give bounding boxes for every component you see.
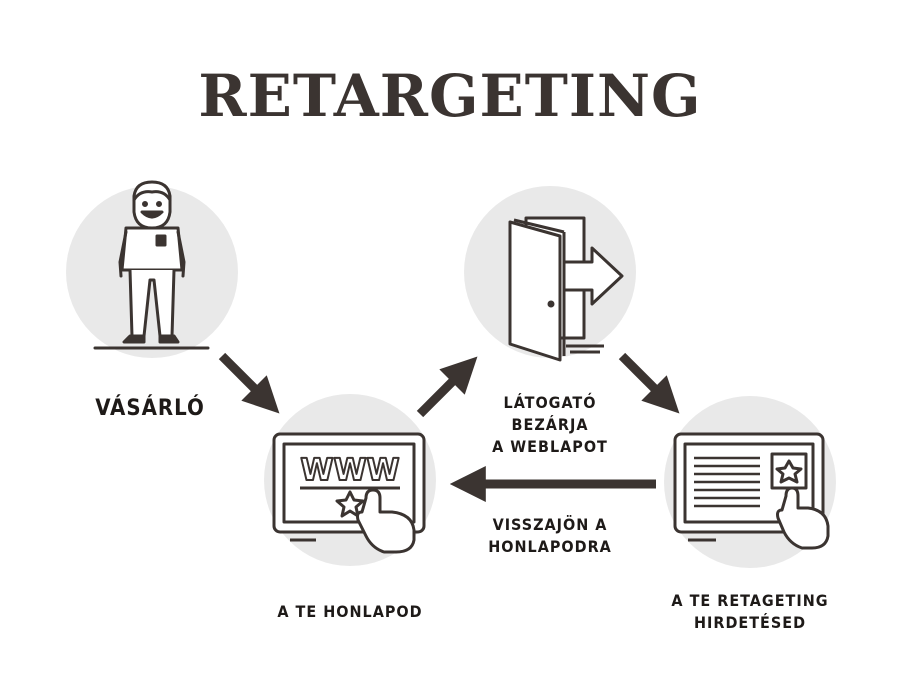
buyer-label: VÁSÁRLÓ [95,396,205,421]
ad-star-icon [775,459,803,484]
page-title: RETARGETING [198,62,702,130]
www-text: WWW [300,453,399,488]
arrow-buyer-to-website [218,352,280,414]
door-exit-icon [508,216,624,362]
leave-label-line1: LÁTOGATÓ [503,393,597,412]
arrow-website-to-exit [416,356,478,418]
flow-arrows [218,352,680,502]
ad-label: A TE RETAGETING HIRDETÉSED [655,590,845,634]
leave-label-line2: BEZÁRJA [511,415,589,434]
leave-label-line3: A WEBLAPOT [492,437,608,456]
arrow-exit-to-ad [618,352,680,414]
ad-label-line1: A TE RETAGETING [671,591,829,610]
ad-screen-icon [673,432,830,550]
return-label-line1: VISSZAJÖN A [492,515,608,534]
website-label: A TE HONLAPOD [277,602,423,621]
pointing-hand-icon [356,488,416,554]
visitor-leaves-label: LÁTOGATÓ BEZÁRJA A WEBLAPOT [470,392,630,458]
star-icon [335,490,365,518]
person-icon [93,180,210,350]
ad-label-line2: HIRDETÉSED [693,613,807,632]
return-label-line2: HONLAPODRA [488,537,612,556]
browser-www-icon: WWW [272,432,426,542]
returns-label: VISSZAJÖN A HONLAPODRA [470,514,630,558]
